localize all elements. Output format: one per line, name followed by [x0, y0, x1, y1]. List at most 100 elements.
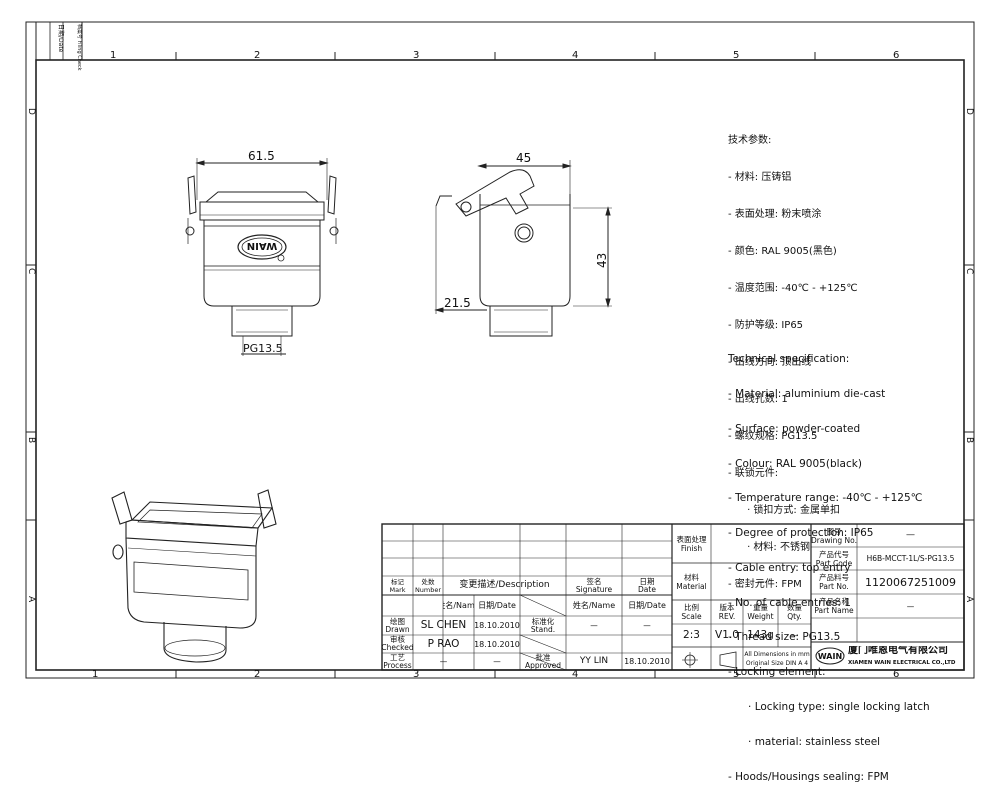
company-logo-text: WAIN — [818, 652, 842, 661]
dim-side-offset: 21.5 — [444, 296, 471, 310]
tb-number-label: 处数 Number — [414, 577, 442, 594]
tb-finish-label: 表面处理 Finish — [676, 534, 707, 553]
tb-checked-name: P RAO — [427, 637, 460, 650]
spec-en-line: - Temperature range: -40℃ - +125℃ — [728, 492, 923, 505]
spec-cn-line: - 螺纹规格: PG13.5 — [728, 431, 818, 443]
spec-en-line: - Locking element: — [728, 666, 826, 679]
col-label-6: 6 — [893, 50, 899, 61]
col-label-1-bottom: 1 — [92, 669, 98, 680]
tb-qty-value: — — [790, 631, 799, 640]
spec-en-line: - Thread size: PG13.5 — [728, 631, 841, 644]
tb-process-date: — — [493, 657, 501, 666]
tb-qty-label: 数量 Qty. — [787, 603, 802, 621]
tb-finish-value: — — [757, 539, 765, 548]
tb-process-name: — — [439, 657, 448, 666]
col-label-5: 5 — [733, 50, 739, 61]
col-label-6-bottom: 6 — [893, 669, 899, 680]
spec-cn-line: - 联锁元件: — [728, 468, 779, 480]
tb-rev-value: V1.0 — [715, 629, 739, 641]
tb-drawn-name: SL CHEN — [420, 619, 467, 631]
spec-cn-line: - 密封元件: FPM — [728, 579, 802, 591]
col-label-4: 4 — [572, 50, 578, 61]
spec-cn-line: - 出线方向: 顶出线 — [728, 357, 812, 369]
spec-chinese: 技术参数: - 材料: 压铸铝 - 表面处理: 粉末喷涂 - 颜色: RAL 9… — [728, 110, 858, 604]
side-view — [434, 160, 612, 337]
tb-material-label: 材料 Material — [676, 572, 707, 591]
front-logo-text: WAIN — [247, 240, 277, 251]
spec-en-title: Technical specification: — [728, 353, 850, 366]
outer-frame — [25, 21, 975, 679]
spec-en-line: - Surface: powder-coated — [728, 422, 861, 435]
tb-name-header: 姓名/Name — [443, 601, 474, 610]
row-label-d-right: D — [964, 108, 974, 115]
col-label-1: 1 — [110, 50, 116, 61]
tb-date-header-2: 日期/Date — [628, 601, 666, 610]
tb-stand-date: — — [643, 621, 651, 630]
tb-all-dimensions: All Dimensions in mm Original Size DIN A… — [744, 650, 810, 667]
tb-part-code-label: 产品代号 Part Code — [815, 549, 853, 568]
tb-description-label: 变更描述/Description — [459, 580, 550, 590]
spec-cn-line: - 防护等级: IP65 — [728, 320, 804, 332]
col-label-3: 3 — [413, 50, 419, 61]
spec-en-line: - Hoods/Housings sealing: FPM — [728, 770, 889, 783]
spec-cn-line: - 材料: 压铸铝 — [728, 172, 792, 184]
row-label-b: B — [26, 437, 36, 443]
spec-cn-line: - 表面处理: 粉末喷涂 — [728, 209, 822, 221]
col-label-5-bottom: 5 — [733, 669, 739, 680]
tb-signature-label: 签名 Signature — [575, 576, 613, 594]
row-label-c-right: C — [964, 268, 974, 274]
row-label-a-right: A — [964, 596, 974, 603]
spec-en-line: - Material: aluminium die-cast — [728, 387, 886, 400]
col-label-4-bottom: 4 — [572, 669, 578, 680]
filing-date-label: 日期/Date — [57, 24, 65, 53]
tb-mark-label: 标记 Mark — [389, 577, 406, 594]
row-label-b-right: B — [964, 437, 974, 443]
dim-front-width: 61.5 — [248, 149, 275, 163]
tb-part-code-value: H6B-MCCT-1L/S-PG13.5 — [866, 554, 955, 563]
tb-name-header-2: 姓名/Name — [572, 601, 616, 610]
tb-stand-label: 标准化 Stand. — [530, 616, 556, 634]
tb-material-value: — — [757, 577, 765, 586]
spec-en-line: - No. of cable entries: 1 — [728, 596, 851, 609]
tb-drawing-no-label: 图号 Drawing No. — [811, 526, 857, 545]
tb-scale-label: 比例 Scale — [681, 603, 702, 621]
tb-drawing-no-value: — — [906, 530, 915, 540]
col-label-2: 2 — [254, 50, 260, 61]
col-label-3-bottom: 3 — [413, 669, 419, 680]
filing-box — [35, 21, 83, 61]
tb-weight-value: 143g — [747, 629, 774, 641]
tb-scale-value: 2:3 — [683, 629, 700, 641]
tb-drawn-date: 18.10.2010 — [474, 621, 520, 630]
spec-en-line: · Locking type: single locking latch — [728, 701, 930, 713]
tb-part-no-value: 1120067251009 — [865, 575, 956, 589]
drawing-sheet: 日期/Date 档案号 Filing Check 1 2 3 4 5 6 1 2… — [25, 21, 975, 680]
spec-cn-line: · 材料: 不锈钢 — [728, 542, 810, 554]
title-block-grid — [381, 523, 965, 671]
dim-side-height: 43 — [595, 253, 609, 268]
company-name-cn: 厦门唯恩电气有限公司 — [848, 646, 948, 655]
filing-check-label: 档案号 Filing Check — [76, 24, 83, 71]
spec-cn-line: - 温度范围: -40℃ - +125℃ — [728, 283, 858, 295]
spec-cn-line: - 出线孔数: 1 — [728, 394, 788, 406]
spec-cn-line: - 颜色: RAL 9005(黑色) — [728, 246, 837, 258]
col-label-2-bottom: 2 — [254, 669, 260, 680]
tb-approved-label: 批准 Approved — [525, 653, 561, 670]
front-view — [185, 158, 339, 356]
tb-stand-value: — — [590, 621, 598, 630]
tb-approved-date: 18.10.2010 — [624, 657, 670, 666]
tb-checked-label: 审核 Checked — [382, 635, 413, 652]
row-label-d: D — [26, 108, 36, 115]
tb-drawn-label: 绘图 Drawn — [385, 616, 410, 634]
spec-en-line: - Degree of protection: IP65 — [728, 527, 874, 540]
tb-part-name-value: — — [906, 601, 915, 611]
isometric-view — [111, 489, 277, 663]
dim-side-width: 45 — [516, 151, 531, 165]
tb-date-header: 日期/Date — [478, 601, 516, 610]
spec-en-line: - Cable entry: top entry — [728, 561, 851, 574]
tb-rev-label: 版本 REV. — [718, 603, 736, 621]
tb-approved-name: YY LIN — [579, 656, 609, 666]
row-label-a: A — [26, 596, 36, 603]
row-label-c: C — [26, 268, 36, 274]
tb-process-label: 工艺 Process — [383, 653, 412, 670]
spec-cn-line: · 锁扣方式: 金属单扣 — [728, 505, 840, 517]
